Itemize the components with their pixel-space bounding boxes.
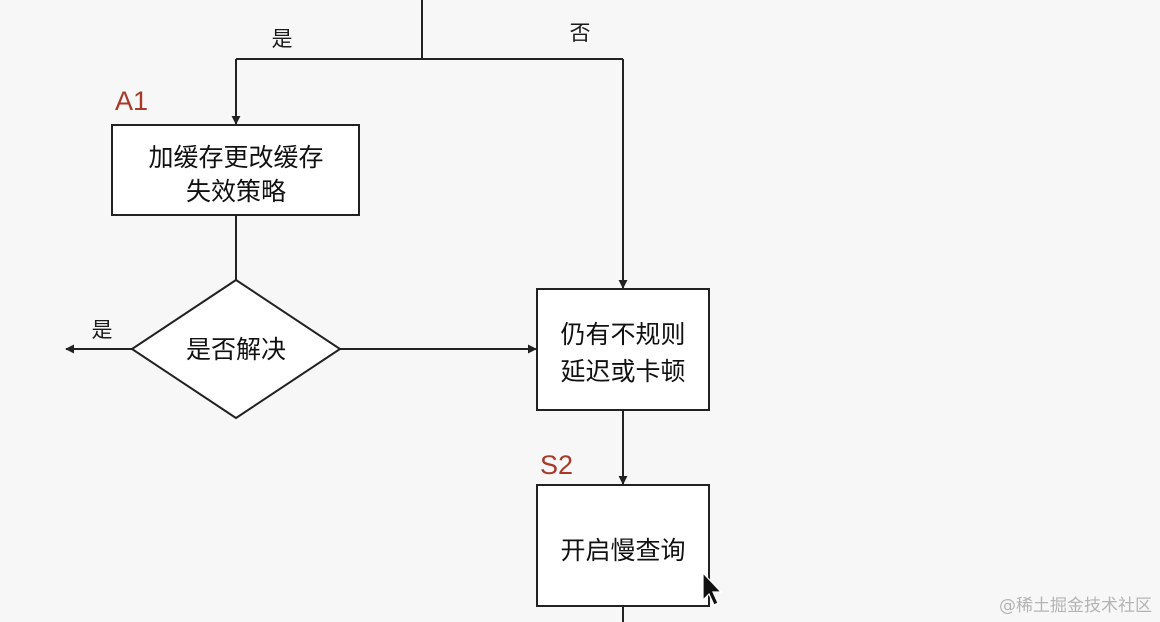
node-irregular-delay: 仍有不规则 延迟或卡顿 <box>536 288 710 411</box>
node-irregular-delay-line-2: 延迟或卡顿 <box>560 357 685 386</box>
node-slow-query: 开启慢查询 <box>536 484 710 607</box>
node-irregular-delay-box <box>536 288 710 411</box>
node-add-cache-line-2: 失效策略 <box>186 177 286 206</box>
node-add-cache: 加缓存更改缓存 失效策略 <box>111 124 360 216</box>
step-tag-a1: A1 <box>115 86 148 116</box>
connectors <box>65 0 628 622</box>
node-add-cache-line-1: 加缓存更改缓存 <box>148 143 323 172</box>
node-slow-query-label: 开启慢查询 <box>560 536 685 565</box>
node-resolved-check-label: 是否解决 <box>186 335 286 364</box>
edge-label-top-yes: 是 <box>272 27 293 51</box>
node-resolved-check: 是否解决 <box>130 278 342 420</box>
node-slow-query-box <box>536 484 710 607</box>
step-tag-s2: S2 <box>540 450 573 480</box>
edge-label-left-yes: 是 <box>92 318 113 342</box>
watermark: @稀土掘金技术社区 <box>999 596 1152 616</box>
node-resolved-check-diamond <box>130 278 342 420</box>
mouse-cursor-icon <box>702 571 723 606</box>
node-irregular-delay-line-1: 仍有不规则 <box>560 320 685 349</box>
node-add-cache-box <box>111 124 360 216</box>
edge-label-top-no: 否 <box>570 21 591 45</box>
